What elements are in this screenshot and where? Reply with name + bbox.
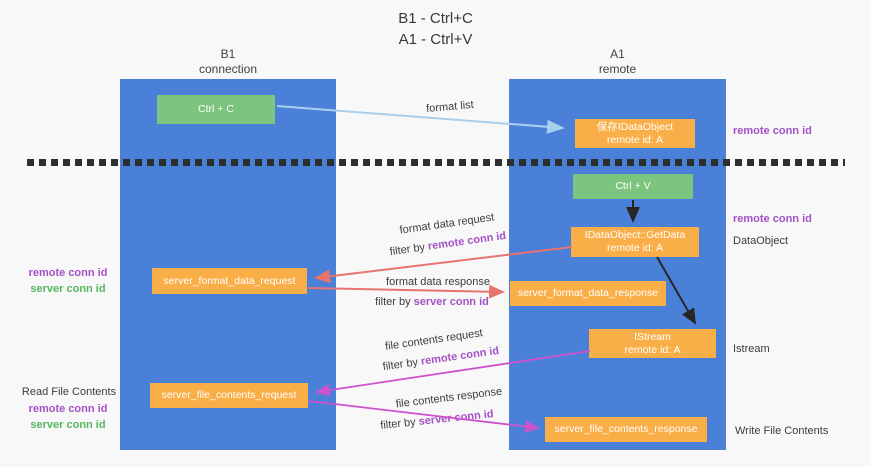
istream-side-label: Istream	[733, 343, 770, 355]
filter-by-text: filter by	[375, 296, 411, 308]
remote-conn-id-highlight: remote conn id	[427, 229, 507, 253]
server-conn-id-highlight: server conn id	[413, 296, 489, 308]
ctrl-v-label: Ctrl + V	[615, 180, 651, 192]
save-idataobject-line1: 保存IDataObject	[596, 120, 674, 133]
server-file-contents-response-box: server_file_contents_response	[545, 417, 707, 442]
istream-line2: remote id: A	[624, 343, 681, 356]
server-format-data-response-box: server_format_data_response	[510, 281, 666, 306]
left-column-header: B1 connection	[120, 47, 336, 77]
left-conn-id-group-bottom: remote conn id server conn id	[18, 401, 118, 433]
left-conn-id-group-top: remote conn id server conn id	[18, 265, 118, 297]
format-data-response-label: format data response	[386, 276, 490, 288]
ctrl-v-box: Ctrl + V	[573, 174, 693, 199]
left-server-conn-id-top: server conn id	[30, 283, 106, 295]
left-remote-conn-id-bottom: remote conn id	[28, 403, 108, 415]
title-line-b1: B1 - Ctrl+C	[398, 10, 473, 27]
filter-by-text: filter by	[379, 416, 417, 432]
left-remote-conn-id-top: remote conn id	[28, 267, 108, 279]
save-idataobject-box: 保存IDataObject remote id: A	[575, 119, 695, 148]
server-format-data-request-box: server_format_data_request	[152, 268, 307, 294]
server-file-contents-request-box: server_file_contents_request	[150, 383, 308, 408]
istream-line1: IStream	[634, 330, 671, 343]
server-file-contents-response-label: server_file_contents_response	[554, 423, 698, 435]
getdata-line1: IDataObject::GetData	[584, 229, 686, 241]
right-column-name: A1	[610, 47, 625, 61]
idataobject-getdata-box: IDataObject::GetData remote id: A	[571, 227, 699, 257]
title-line-a1: A1 - Ctrl+V	[398, 31, 473, 48]
separator-dashed-line	[27, 159, 845, 166]
left-column-name: B1	[220, 47, 236, 61]
ctrl-c-label: Ctrl + C	[198, 103, 234, 115]
write-file-contents-label: Write File Contents	[735, 425, 829, 437]
save-idataobject-line2: remote id: A	[606, 133, 664, 146]
dataobject-label: DataObject	[733, 235, 789, 247]
right-column-header: A1 remote	[509, 47, 726, 77]
server-conn-id-highlight: server conn id	[418, 408, 495, 428]
filter-by-text: filter by	[388, 241, 426, 259]
istream-box: IStream remote id: A	[589, 329, 716, 358]
remote-conn-id-highlight: remote conn id	[420, 344, 500, 368]
format-list-label: format list	[425, 98, 475, 116]
filter-by-server-conn-id-1: filter by server conn id	[373, 296, 491, 309]
diagram-title: B1 - Ctrl+C A1 - Ctrl+V	[0, 8, 871, 50]
right-remote-conn-id-mid: remote conn id	[733, 213, 812, 225]
filter-by-text: filter by	[381, 356, 419, 374]
server-file-contents-request-label: server_file_contents_request	[161, 389, 297, 401]
ctrl-c-box: Ctrl + C	[157, 95, 275, 124]
server-format-data-response-label: server_format_data_response	[517, 287, 659, 299]
getdata-line2: remote id: A	[606, 242, 664, 254]
server-format-data-request-label: server_format_data_request	[163, 274, 296, 287]
right-remote-conn-id-top: remote conn id	[733, 125, 812, 137]
left-column-role: connection	[198, 62, 258, 76]
read-file-contents-label: Read File Contents	[21, 386, 117, 398]
left-server-conn-id-bottom: server conn id	[30, 419, 106, 431]
right-column-role: remote	[598, 62, 637, 76]
